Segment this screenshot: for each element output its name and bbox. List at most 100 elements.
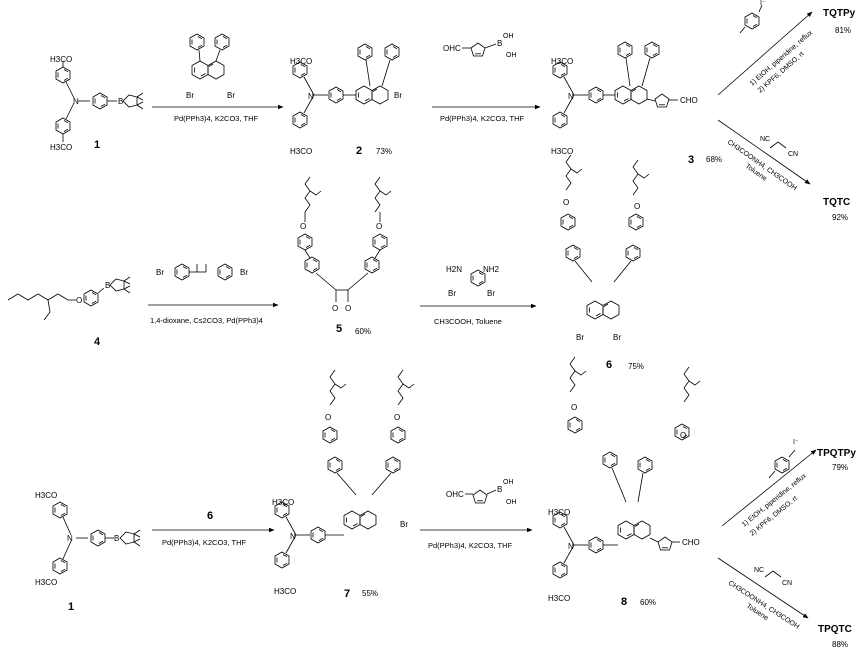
- nh2-label: NH2: [483, 265, 500, 274]
- h3co-label: H3CO: [548, 508, 570, 517]
- conditions-r1: Pd(PPh3)4, K2CO3, THF: [174, 114, 258, 123]
- reagent-formylthiophene-boronic-acid-2: [465, 489, 497, 504]
- o-label: O: [680, 431, 686, 440]
- conditions-r6: Pd(PPh3)4, K2CO3, THF: [428, 541, 512, 550]
- o-label: O: [325, 413, 331, 422]
- compound-1-structure: [55, 61, 144, 142]
- h3co-label: H3CO: [35, 491, 57, 500]
- yield-6: 75%: [628, 362, 644, 371]
- reagent-6-label: 6: [207, 510, 213, 522]
- iodide-label: I⁻: [760, 0, 766, 7]
- conditions-r2: Pd(PPh3)4, K2CO3, THF: [440, 114, 524, 123]
- b-label: B: [497, 39, 502, 48]
- cn-label: CN: [788, 151, 798, 158]
- compound-5-structure: [297, 176, 392, 302]
- br-label: Br: [394, 91, 402, 100]
- br-label: Br: [186, 91, 194, 100]
- conditions-r5: Pd(PPh3)4, K2CO3, THF: [162, 538, 246, 547]
- compound-4-label: 4: [94, 336, 101, 348]
- reaction-arrow-tpqtc: [717, 557, 809, 619]
- h3co-label: H3CO: [50, 143, 72, 152]
- reagent-malononitrile-2: [764, 570, 782, 578]
- yield-5: 60%: [355, 327, 371, 336]
- product-tpqtc: TPQTC: [818, 624, 852, 635]
- h2n-label: H2N: [446, 265, 462, 274]
- n-label: N: [568, 92, 574, 101]
- product-tpqtpy: TPQTPy: [817, 448, 856, 459]
- reagent-dibromo-diphenylquinoxaline: [189, 33, 230, 80]
- b-label: B: [105, 281, 110, 290]
- compound-7-structure: [275, 369, 415, 568]
- br-label: Br: [156, 268, 164, 277]
- h3co-label: H3CO: [272, 498, 294, 507]
- reagent-malononitrile: [769, 141, 787, 149]
- n-label: N: [73, 97, 79, 106]
- h3co-label: H3CO: [50, 55, 72, 64]
- o-label: O: [76, 296, 82, 305]
- compound-1b-structure: [52, 501, 141, 575]
- br-label: Br: [400, 520, 408, 529]
- yield-tqtpy: 81%: [835, 26, 851, 35]
- cn-label: CN: [782, 580, 792, 587]
- oh-label: OH: [506, 52, 517, 59]
- conditions-r3: 1,4-dioxane, Cs2CO3, Pd(PPh3)4: [150, 316, 263, 325]
- br-label: Br: [448, 289, 456, 298]
- b-label: B: [497, 485, 502, 494]
- compound-7-label: 7: [344, 588, 350, 600]
- n-label: N: [290, 532, 296, 541]
- h3co-label: H3CO: [548, 594, 570, 603]
- o-label: O: [345, 304, 351, 313]
- reagent-methylpyridinium: [739, 4, 763, 34]
- compound-8-label: 8: [621, 596, 627, 608]
- conditions-r4: CH3COOH, Toluene: [434, 317, 502, 326]
- compound-1b-label: 1: [68, 601, 74, 613]
- br-label: Br: [487, 289, 495, 298]
- conditions-pyr-a1: 1) EtOH, piperidine, reflux: [749, 29, 815, 87]
- h3co-label: H3CO: [290, 147, 312, 156]
- o-label: O: [376, 222, 382, 231]
- n-label: N: [308, 92, 314, 101]
- yield-8: 60%: [640, 598, 656, 607]
- product-tqtc: TQTC: [823, 197, 850, 208]
- o-label: O: [563, 198, 569, 207]
- ohc-label: OHC: [443, 44, 461, 53]
- reaction-arrow-tqtpy: [717, 11, 813, 96]
- br-label: Br: [227, 91, 235, 100]
- compound-3-label: 3: [688, 154, 694, 166]
- compound-6-label: 6: [606, 359, 612, 371]
- reagent-dibromobenzil: [174, 263, 233, 281]
- cho-label: CHO: [682, 538, 700, 547]
- oh-label: OH: [503, 479, 514, 486]
- br-label: Br: [576, 333, 584, 342]
- compound-2-structure: [293, 43, 400, 128]
- br-label: Br: [613, 333, 621, 342]
- n-label: N: [568, 542, 574, 551]
- oh-label: OH: [503, 33, 514, 40]
- yield-tpqtc: 88%: [832, 640, 848, 649]
- h3co-label: H3CO: [274, 587, 296, 596]
- conditions-cn-a1: CH3COONH4, CH3COOH: [726, 139, 798, 192]
- compound-5-label: 5: [336, 323, 342, 335]
- oh-label: OH: [506, 499, 517, 506]
- o-label: O: [332, 304, 338, 313]
- reaction-arrow-tqtc: [717, 119, 811, 185]
- compound-8-structure: [553, 356, 701, 578]
- compound-3-structure: [553, 41, 678, 128]
- yield-tpqtpy: 79%: [832, 463, 848, 472]
- reaction-arrow-tpqtpy: [721, 449, 817, 527]
- n-label: N: [67, 534, 73, 543]
- yield-7: 55%: [362, 589, 378, 598]
- h3co-label: H3CO: [551, 147, 573, 156]
- nc-label: NC: [760, 136, 770, 143]
- compound-6-structure: [560, 154, 650, 320]
- nc-label: NC: [754, 567, 764, 574]
- compound-2-label: 2: [356, 145, 362, 157]
- h3co-label: H3CO: [290, 57, 312, 66]
- iodide-label: I⁻: [793, 439, 799, 446]
- b-label: B: [114, 534, 119, 543]
- h3co-label: H3CO: [35, 578, 57, 587]
- reagent-formylthiophene-boronic-acid: [462, 42, 497, 57]
- yield-2: 73%: [376, 147, 392, 156]
- b-label: B: [118, 97, 123, 106]
